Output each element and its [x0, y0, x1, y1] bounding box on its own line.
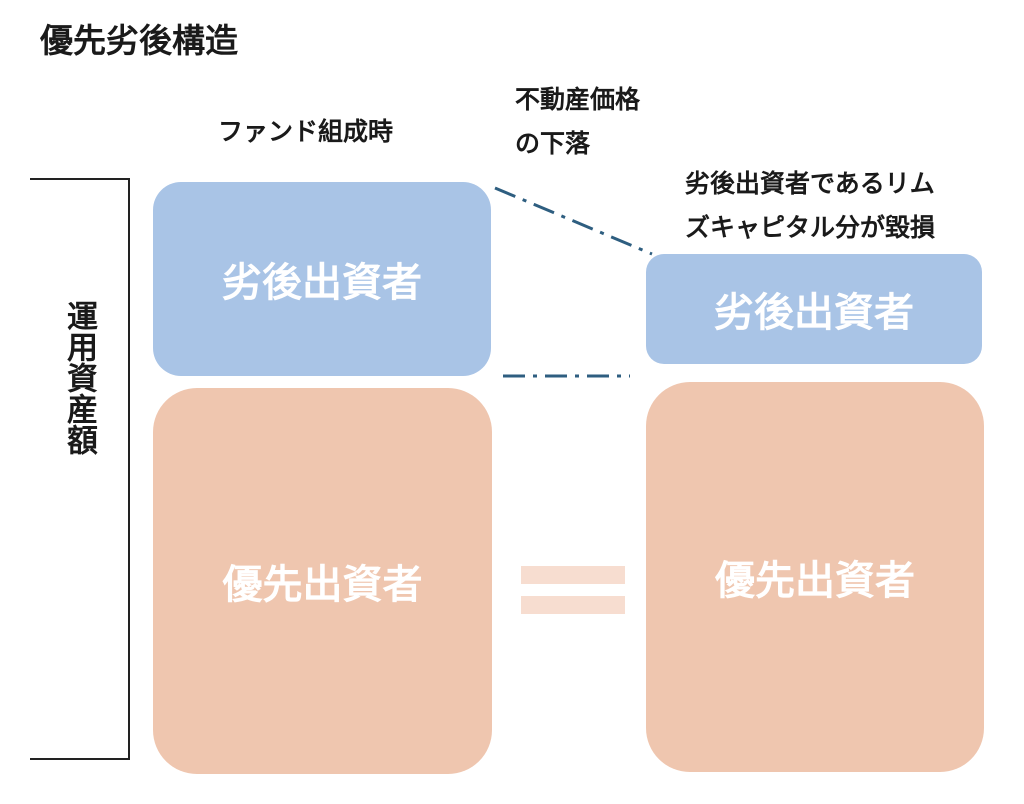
- box-senior-before: 優先出資者: [153, 388, 492, 774]
- caption-price-decline: 不動産価格 の下落: [515, 78, 640, 166]
- asset-bracket: [30, 178, 130, 760]
- box-senior-before-label: 優先出資者: [222, 562, 423, 608]
- diagram-title: 優先劣後構造: [40, 21, 238, 60]
- caption-price-decline-line1: 不動産価格: [515, 85, 641, 114]
- box-senior-after: 優先出資者: [646, 382, 984, 772]
- box-senior-after-label: 優先出資者: [715, 558, 915, 604]
- box-subordinated-after: 劣後出資者: [646, 254, 982, 364]
- box-subordinated-before-label: 劣後出資者: [222, 260, 422, 306]
- caption-fund-formation-text: ファンド組成時: [218, 117, 394, 146]
- equals-icon-top-bar: [521, 566, 625, 584]
- equals-icon-bottom-bar: [521, 596, 625, 614]
- caption-subordinated-loss-line1: 劣後出資者であるリム: [685, 169, 935, 198]
- decline-connector-top: [494, 186, 653, 256]
- caption-subordinated-loss-line2: ズキャピタル分が毀損: [685, 213, 936, 242]
- caption-fund-formation: ファンド組成時: [218, 110, 393, 154]
- box-subordinated-before: 劣後出資者: [153, 182, 491, 376]
- caption-subordinated-loss: 劣後出資者であるリム ズキャピタル分が毀損: [685, 162, 935, 250]
- caption-price-decline-line2: の下落: [515, 129, 591, 158]
- box-subordinated-after-label: 劣後出資者: [714, 290, 914, 336]
- axis-label-managed-assets: 運用資産額: [61, 300, 97, 455]
